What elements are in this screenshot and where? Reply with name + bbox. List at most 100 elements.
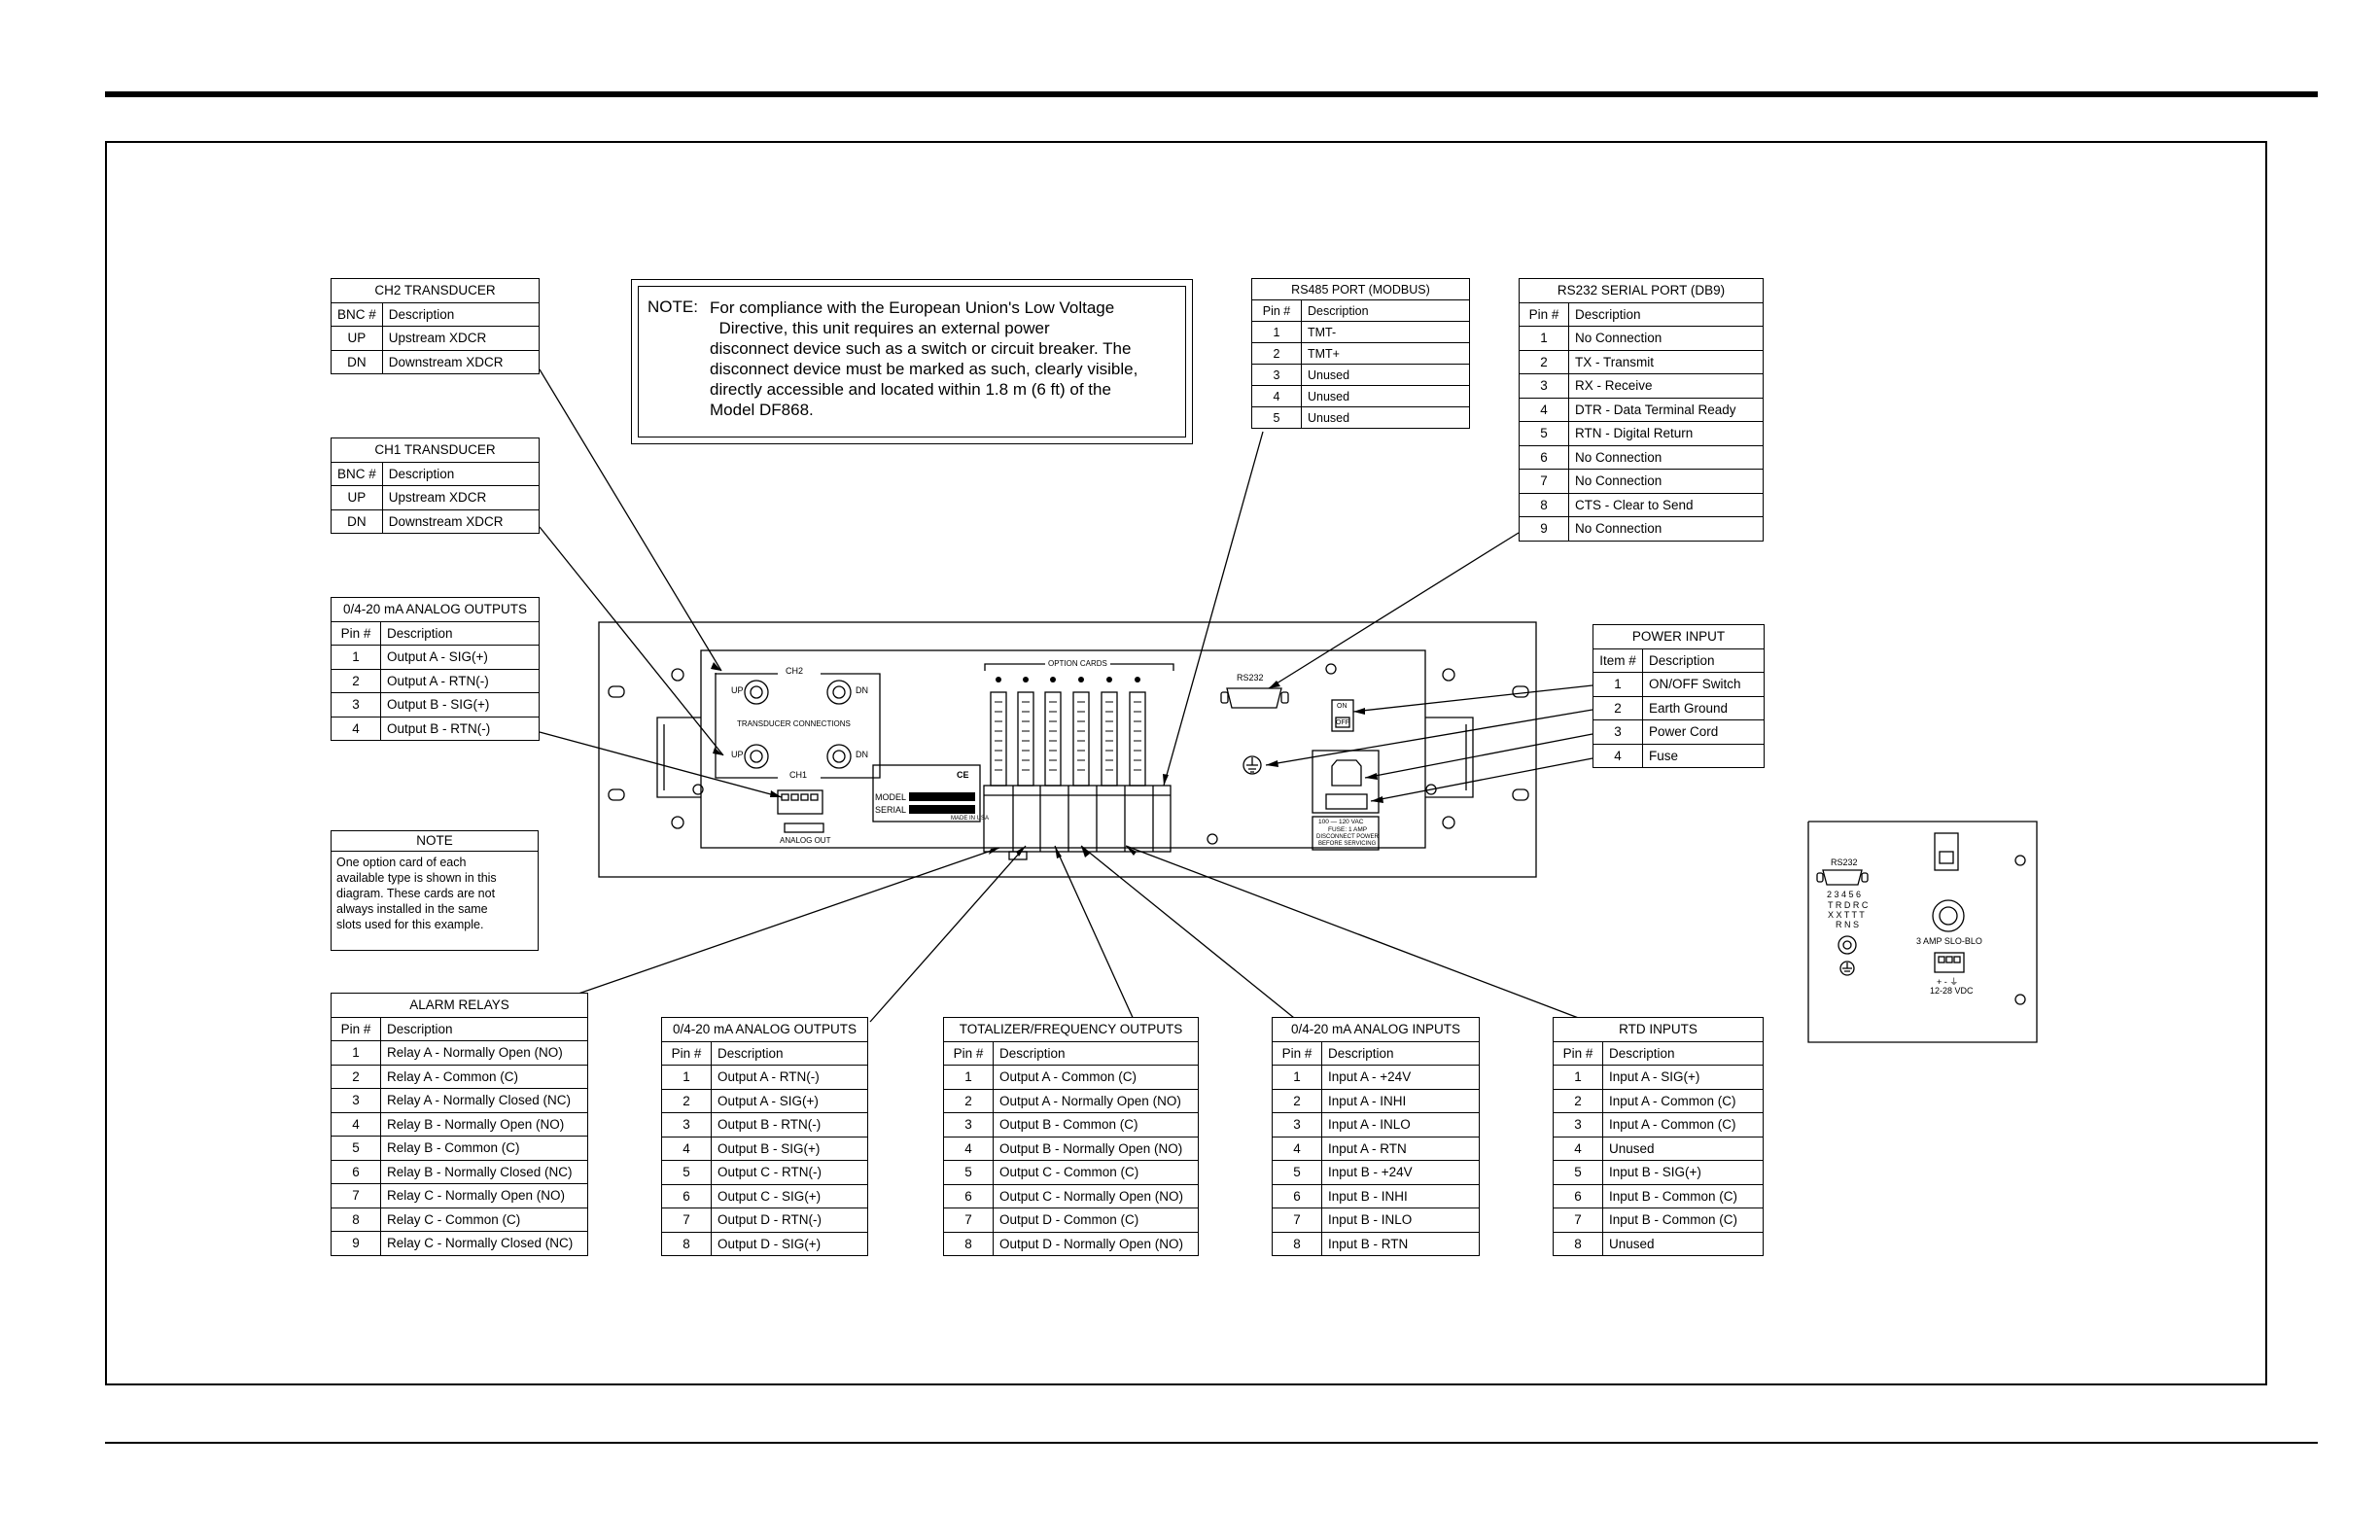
header-cell: Description (381, 461, 541, 486)
cell: 3 (1251, 364, 1302, 386)
table-title: CH2 TRANSDUCER (331, 278, 540, 303)
cell: 4 (331, 716, 381, 741)
cell: Output A - SIG(+) (380, 645, 540, 670)
cell: 6 (1272, 1183, 1322, 1208)
dc-rs232-label: RS232 (1831, 858, 1858, 867)
cell: 2 (1553, 1088, 1603, 1113)
cell: 9 (331, 1231, 381, 1256)
cell: 2 (1251, 342, 1302, 365)
cell: 7 (1519, 469, 1569, 494)
cell: 7 (661, 1208, 712, 1233)
table-title: CH1 TRANSDUCER (331, 438, 540, 463)
header-cell: Description (1602, 1040, 1764, 1066)
panel-ch1-dn-label: DN (856, 750, 868, 759)
cell: Input B - Common (C) (1602, 1183, 1764, 1208)
cell: 2 (331, 668, 381, 693)
cell: Input A - INLO (1321, 1112, 1480, 1138)
cell: 1 (1272, 1065, 1322, 1090)
cell: 5 (1519, 421, 1569, 446)
cell: 2 (1519, 349, 1569, 374)
cell: Input A - INHI (1321, 1088, 1480, 1113)
header-cell: Description (381, 301, 541, 327)
header-cell: Description (1301, 299, 1470, 322)
header-cell: BNC # (331, 461, 383, 486)
cell: Output B - SIG(+) (380, 692, 540, 718)
bottom-rule (105, 1442, 2318, 1444)
cell: 6 (1519, 444, 1569, 470)
cell: Output A - RTN(-) (380, 668, 540, 693)
cell: Output A - SIG(+) (711, 1088, 868, 1113)
cell: Unused (1301, 385, 1470, 407)
cell: 2 (1592, 695, 1643, 720)
table-title: 0/4-20 mA ANALOG INPUTS (1272, 1017, 1480, 1042)
ce-mark: CE (957, 770, 969, 780)
dc-voltage-label: 12-28 VDC (1930, 986, 1974, 996)
switch-on-label: ON (1337, 703, 1348, 710)
cell: 8 (331, 1207, 381, 1232)
header-cell: Pin # (331, 620, 381, 646)
panel-rs232-label: RS232 (1237, 673, 1264, 682)
power-voltage-label: 100 — 120 VAC (1318, 819, 1364, 825)
dc-codes-label-3: R N S (1836, 920, 1860, 929)
cell: 7 (331, 1183, 381, 1208)
switch-off-label: OFF (1336, 719, 1349, 726)
header-cell: Description (1642, 648, 1765, 673)
cell: 2 (1272, 1088, 1322, 1113)
cell: Output D - Common (C) (993, 1208, 1199, 1233)
cell: Output C - SIG(+) (711, 1183, 868, 1208)
cell: Output A - Normally Open (NO) (993, 1088, 1199, 1113)
note-text: For compliance with the European Union's… (710, 298, 1138, 419)
panel-option-cards-label: OPTION CARDS (1045, 659, 1110, 668)
header-cell: Description (711, 1040, 868, 1066)
cell: 1 (1592, 672, 1643, 697)
cell: Input A - SIG(+) (1602, 1065, 1764, 1090)
cell: Unused (1602, 1231, 1764, 1256)
table-title: RS485 PORT (MODBUS) (1251, 278, 1470, 300)
cell: Relay C - Normally Open (NO) (380, 1183, 588, 1208)
cell: Power Cord (1642, 719, 1765, 745)
cell: Output A - Common (C) (993, 1065, 1199, 1090)
cell: 4 (943, 1136, 994, 1161)
cell: Output B - RTN(-) (380, 716, 540, 741)
cell: TMT- (1301, 321, 1470, 343)
panel-ch2-dn-label: DN (856, 685, 868, 695)
cell: 6 (331, 1159, 381, 1184)
cell: 2 (331, 1064, 381, 1089)
cell: 8 (1553, 1231, 1603, 1256)
dc-codes-label-1: T R D R C (1828, 900, 1869, 910)
cell: 4 (1519, 397, 1569, 422)
cell: 1 (1553, 1065, 1603, 1090)
header-cell: Pin # (331, 1016, 381, 1041)
rack-plate (598, 621, 1537, 878)
cell: Input A - RTN (1321, 1136, 1480, 1161)
rs232-serial-port-table: RS232 SERIAL PORT (DB9) Pin #Description… (1519, 278, 1764, 542)
cell: Output C - Normally Open (NO) (993, 1183, 1199, 1208)
cell: 3 (331, 1088, 381, 1113)
cell: 3 (1553, 1112, 1603, 1138)
cell: 3 (331, 692, 381, 718)
cell: Relay B - Common (C) (380, 1136, 588, 1161)
dc-pins-label: 2 3 4 5 6 (1827, 890, 1862, 899)
